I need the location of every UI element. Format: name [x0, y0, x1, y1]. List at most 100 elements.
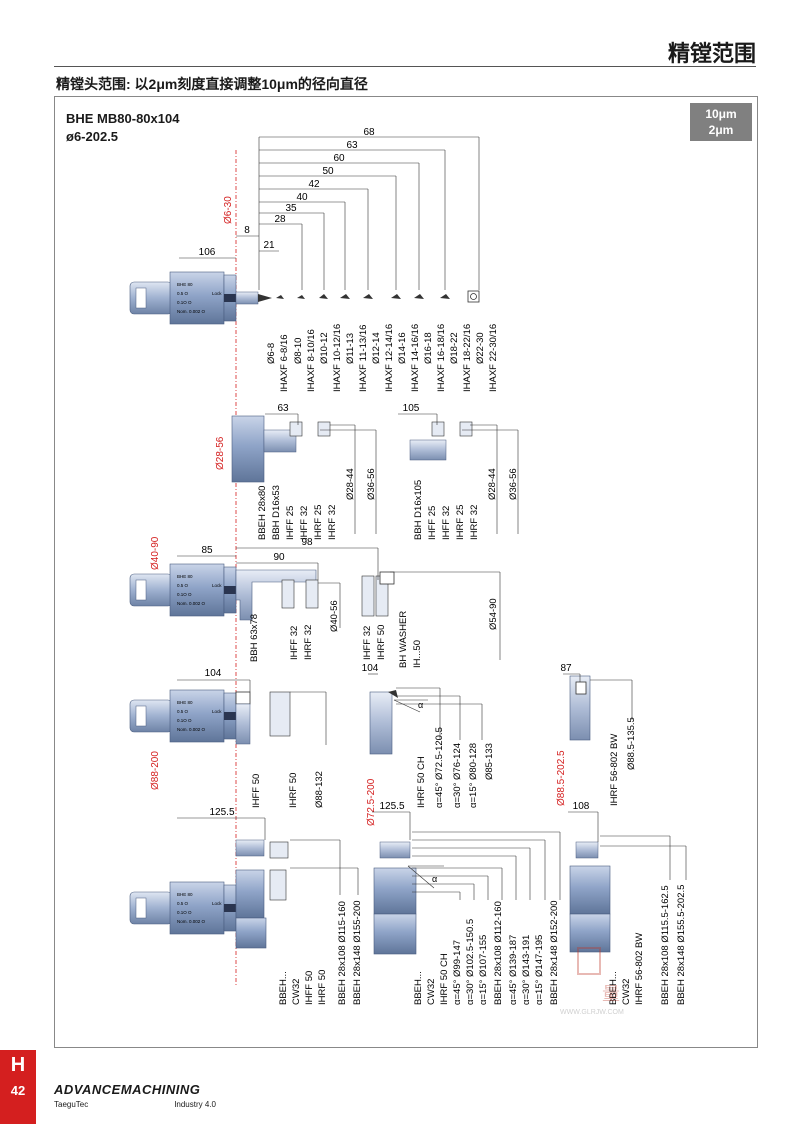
alpha-mark-1: α: [418, 700, 423, 710]
s7b-label-3: α=45° Ø99-147: [452, 940, 463, 1005]
range-label-4: Ø88-200: [150, 751, 161, 790]
s7a-label-1: CW32: [291, 979, 302, 1005]
s5-label-2: α=30° Ø76-124: [452, 743, 463, 808]
head-lock: Lock: [212, 291, 222, 296]
dim-42: 42: [308, 179, 320, 190]
s2-label-12: IHRF 32: [469, 505, 480, 540]
s1-label-10: Ø14-16: [397, 332, 408, 364]
dim-21: 21: [263, 240, 275, 251]
dim-s7-125b: 125.5: [379, 801, 404, 812]
boring-head-4: [129, 689, 237, 743]
dim-s4-104: 104: [205, 668, 222, 679]
dim-90: 90: [273, 552, 285, 563]
section-3: Ø40-90 BHE 80 0.5 O 0.1O O Nom. 0.002 O …: [129, 536, 501, 668]
model-line-2: ø6-202.5: [66, 129, 119, 144]
head-label-4c: 0.1O O: [177, 718, 192, 723]
dim-s2-63: 63: [277, 403, 289, 414]
page-number: 42: [10, 1083, 26, 1098]
s3-label-8: Ø54-90: [488, 598, 499, 630]
head-label-7c: 0.1O O: [177, 910, 192, 915]
s2-label-8: BBH D16x105: [413, 480, 424, 540]
s2-label-1: BBH D16x53: [271, 485, 282, 540]
dim-85: 85: [201, 545, 213, 556]
alpha-mark-2: α: [432, 874, 437, 884]
model-line-1: BHE MB80-80x104: [66, 111, 180, 126]
head-label-3d: Nom. 0.002 O: [177, 601, 206, 606]
s2-label-2: IHFF 25: [285, 506, 296, 540]
s2-label-6: Ø28-44: [345, 468, 356, 500]
s7a-label-2: IHFF 50: [304, 971, 315, 1005]
s7a-label-0: BBEH...: [278, 971, 289, 1005]
badge-line-1: 10μm: [705, 107, 737, 121]
s2-label-4: IHRF 25: [313, 505, 324, 540]
head-label-7d: Nom. 0.002 O: [177, 919, 206, 924]
watermark-url: WWW.GLRJW.COM: [560, 1009, 624, 1016]
s7a-label-3: IHRF 50: [317, 970, 328, 1005]
extension-3: [235, 569, 317, 621]
s3-label-0: BBH 63x78: [249, 614, 260, 662]
s1-label-14: Ø18-22: [449, 332, 460, 364]
header-rule: [54, 66, 756, 67]
page-title: 精镗范围: [667, 41, 756, 66]
page-subtitle: 精镗头范围: 以2μm刻度直接调整10μm的径向直径: [56, 76, 368, 92]
s2-label-0: BBEH 28x80: [257, 486, 268, 540]
section-1: Ø6-30 BHE 80 0.5 O 0.1O O Nom. 0.002 O L…: [129, 127, 499, 392]
s7c-label-1: CW32: [621, 979, 632, 1005]
s7b-label-0: BBEH...: [413, 971, 424, 1005]
range-label-3: Ø40-90: [150, 536, 161, 570]
head-label-4b: 0.5 O: [177, 709, 189, 714]
s2-label-9: IHFF 25: [427, 506, 438, 540]
s4-label-1: IHRF 50: [288, 773, 299, 808]
s3-label-6: BH WASHER: [398, 611, 409, 668]
head-label-3: 0.1O O: [177, 300, 192, 305]
s7b-label-1: CW32: [426, 979, 437, 1005]
s7c-label-2: IHRF 56-802 BW: [634, 933, 645, 1005]
head-lock-3: Lock: [212, 583, 222, 588]
dim-s6-87: 87: [560, 663, 572, 674]
boring-head-7: [129, 881, 237, 935]
head-label-2: 0.5 O: [177, 291, 189, 296]
boring-bar-2b: [409, 439, 447, 461]
s5-label-1: α=45° Ø72.5-120.5: [434, 727, 445, 808]
s2-label-3: IHFF 32: [299, 506, 310, 540]
s7b-label-2: IHRF 50 CH: [439, 953, 450, 1005]
head-label-3c: 0.1O O: [177, 592, 192, 597]
s7c-label-3: BBEH 28x108 Ø115.5-162.5: [660, 885, 671, 1005]
brand-company: TaeguTec: [54, 1100, 89, 1109]
s7b-label-5: α=15° Ø107-155: [478, 935, 489, 1005]
boring-body-2: [231, 415, 265, 483]
head-label-7a: BHE 80: [177, 892, 193, 897]
head-label-4d: Nom. 0.002 O: [177, 727, 206, 732]
s7b-label-9: α=15° Ø147-195: [534, 935, 545, 1005]
s1-label-11: IHAXF 14-16/16: [410, 324, 421, 392]
s1-label-12: Ø16-18: [423, 332, 434, 364]
dim-63: 63: [346, 140, 358, 151]
s6-label-0: IHRF 56-802 BW: [609, 734, 620, 806]
head-label-7b: 0.5 O: [177, 901, 189, 906]
s3-label-1: IHFF 32: [289, 626, 300, 660]
watermark-glyph: 量: [602, 984, 620, 1004]
range-label-6: Ø88.5-202.5: [556, 750, 567, 806]
boring-bar-1: [235, 291, 259, 305]
dim-40: 40: [296, 192, 308, 203]
s5-label-0: IHRF 50 CH: [416, 756, 427, 808]
s4-label-0: IHFF 50: [251, 774, 262, 808]
dim-68: 68: [363, 127, 375, 138]
dim-35: 35: [285, 203, 297, 214]
watermark: 量 WWW.GLRJW.COM: [560, 947, 624, 1016]
section-4: Ø88-200 BHE 80 0.5 O 0.1O O Nom. 0.002 O…: [129, 663, 637, 826]
section-2: Ø28-56 63 105 BBEH 28x80 BBH D16x53 IHFF…: [215, 403, 519, 540]
dim-106: 106: [199, 247, 216, 258]
s7b-label-7: α=45° Ø139-187: [508, 935, 519, 1005]
s3-label-5: IHRF 50: [376, 625, 387, 660]
dim-60: 60: [333, 153, 345, 164]
s3-label-2: IHRF 32: [303, 625, 314, 660]
s1-label-0: Ø6-8: [266, 343, 277, 364]
chapter-letter: H: [10, 1054, 26, 1076]
dim-s5-104: 104: [362, 663, 379, 674]
boring-head-3: [129, 563, 237, 617]
boring-bar-2: [263, 429, 297, 453]
insert-1: [258, 294, 272, 302]
brand-industry: Industry 4.0: [174, 1100, 216, 1109]
